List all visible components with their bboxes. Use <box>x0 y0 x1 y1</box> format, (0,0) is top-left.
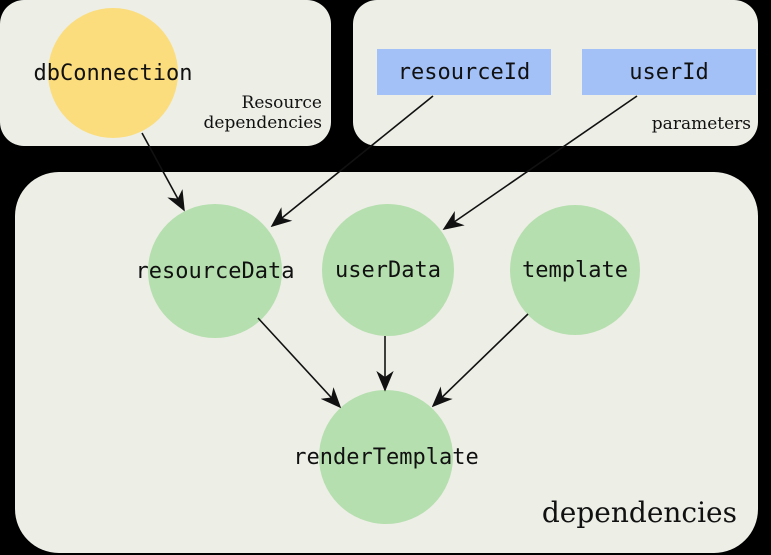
node-rendertemplate: renderTemplate <box>293 390 479 524</box>
panel-dependencies-label: dependencies <box>541 496 737 529</box>
node-userdata-label: userData <box>335 257 441 283</box>
node-rendertemplate-label: renderTemplate <box>293 444 479 470</box>
panel-resource-dependencies-label: Resource dependencies <box>203 93 322 133</box>
node-userdata: userData <box>322 204 454 336</box>
node-resourcedata: resourceData <box>136 204 294 338</box>
node-resourcedata-label: resourceData <box>135 258 295 284</box>
node-template: template <box>510 205 640 335</box>
node-template-label: template <box>522 257 628 283</box>
node-resourceid-label: resourceId <box>397 59 531 85</box>
node-dbconnection-label: dbConnection <box>33 60 193 86</box>
panel-parameters-label: parameters <box>651 114 751 134</box>
node-dbconnection: dbConnection <box>34 8 192 138</box>
node-userid: userId <box>582 49 756 95</box>
node-resourceid: resourceId <box>377 49 551 95</box>
node-userid-label: userId <box>629 59 709 85</box>
